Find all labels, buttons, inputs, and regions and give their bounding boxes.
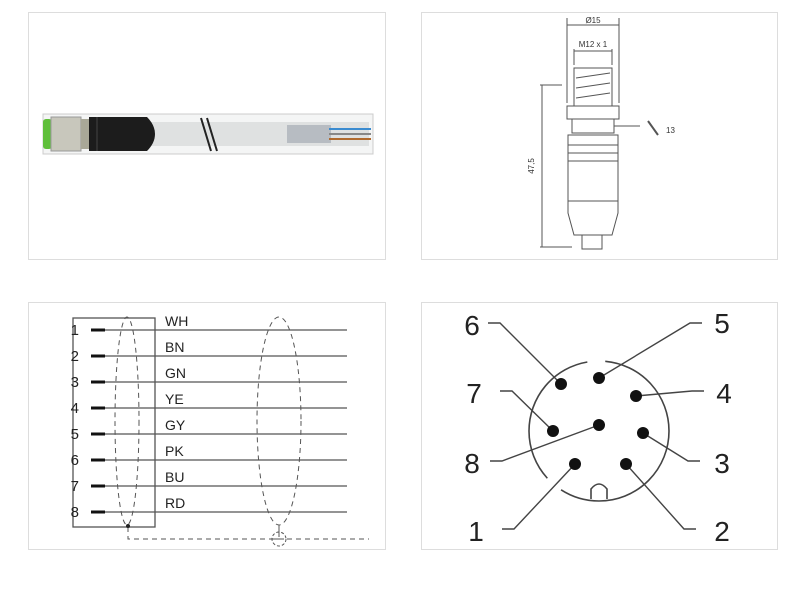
pin-contact [593, 419, 605, 431]
wire-color-label: GN [165, 365, 186, 381]
pin-number: 8 [71, 504, 79, 521]
pin-number: 7 [71, 478, 79, 495]
wire-color-label: RD [165, 495, 185, 511]
pin-label: 1 [468, 516, 484, 547]
pin-number: 3 [71, 374, 79, 391]
wire-color-label: YE [165, 391, 184, 407]
wrench-size-label: 13 [666, 126, 675, 135]
pin-label: 6 [464, 310, 480, 341]
inner-shield [114, 316, 140, 526]
pin-label: 8 [464, 448, 480, 479]
pin-contact [593, 372, 605, 384]
wire-color-label: BU [165, 469, 184, 485]
coding-key [590, 483, 608, 499]
pin-label: 3 [714, 448, 730, 479]
wire-color-label: GY [165, 417, 186, 433]
wire-color-label: PK [165, 443, 184, 459]
connector-box [72, 317, 156, 528]
thread-label: M12 x 1 [579, 40, 608, 49]
pinout-panel: 6 5 7 4 8 3 1 2 [421, 302, 778, 550]
length-label: 47,5 [527, 158, 536, 174]
pin-label: 4 [716, 378, 732, 409]
cable-connector-photo [42, 113, 374, 155]
wiring-diagram-panel: 1 WH 2 BN 3 GN 4 YE 5 GY 6 PK 7 BU 8 RD [28, 302, 386, 550]
outer-shield [256, 316, 302, 526]
dimension-drawing-panel: Ø15 M12 x 1 13 47,5 [421, 12, 778, 260]
pin-number: 1 [71, 322, 79, 339]
pin-label: 2 [714, 516, 730, 547]
diameter-label: Ø15 [585, 16, 601, 25]
pin-number: 6 [71, 452, 79, 469]
shield-drain [127, 527, 369, 540]
wiring-diagram: 1 WH 2 BN 3 GN 4 YE 5 GY 6 PK 7 BU 8 RD [71, 313, 369, 547]
pin-label: 7 [466, 378, 482, 409]
wire-color-label: WH [165, 313, 188, 329]
pin-number: 5 [71, 426, 79, 443]
dimension-drawing: Ø15 M12 x 1 13 47,5 [527, 16, 675, 250]
pin-contact [547, 425, 559, 437]
product-photo-panel [28, 12, 386, 260]
pin-contact [630, 390, 642, 402]
pin-contact [569, 458, 581, 470]
pin-label: 5 [714, 308, 730, 339]
pin-contact [555, 378, 567, 390]
wire-color-label: BN [165, 339, 184, 355]
pin-contact [620, 458, 632, 470]
connector-face [528, 360, 670, 502]
pinout-diagram: 6 5 7 4 8 3 1 2 [464, 308, 732, 547]
pin-contact [637, 427, 649, 439]
pin-number: 2 [71, 348, 79, 365]
pin-number: 4 [71, 400, 79, 417]
